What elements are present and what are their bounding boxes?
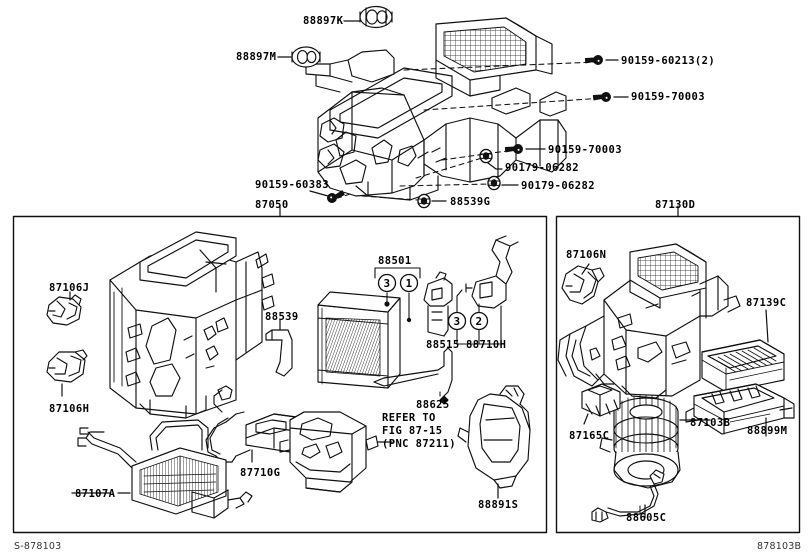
thermistor-88625 bbox=[373, 347, 453, 405]
part-88897M bbox=[291, 46, 321, 68]
balloon-3a: 3 bbox=[383, 276, 391, 290]
callout-88515: 88515 bbox=[426, 339, 460, 351]
wire-harness bbox=[205, 385, 251, 463]
callout-90159-60383: 90159-60383 bbox=[255, 179, 329, 191]
callout-88625: 88625 bbox=[416, 399, 450, 411]
hose-88539 bbox=[265, 329, 293, 377]
group-label-87050: 87050 bbox=[255, 199, 289, 211]
callout-90179-06282-a: 90179-06282 bbox=[505, 162, 579, 174]
balloon-3b: 3 bbox=[453, 314, 461, 328]
callout-88539g: 88539G bbox=[450, 196, 491, 208]
callout-88897m: 88897M bbox=[236, 51, 277, 63]
balloon-2: 2 bbox=[475, 314, 483, 328]
callout-87107a: 87107A bbox=[75, 488, 116, 500]
refer-note-line2: FIG 87-15 bbox=[382, 425, 443, 437]
footer-right-code: 878103B bbox=[757, 541, 802, 552]
callout-90159-70003-a: 90159-70003 bbox=[631, 91, 705, 103]
callout-88501: 88501 bbox=[378, 255, 412, 267]
footer-left-code: S-878103 bbox=[14, 541, 62, 552]
callout-87106n: 87106N bbox=[566, 249, 607, 261]
callout-88891s: 88891S bbox=[478, 499, 519, 511]
callout-87106j: 87106J bbox=[49, 282, 90, 294]
callout-88899m: 88899M bbox=[747, 425, 788, 437]
duct-88891S bbox=[457, 385, 531, 489]
filter-tray-88899M bbox=[685, 383, 795, 435]
callout-90159-60213: 90159-60213(2) bbox=[621, 55, 716, 67]
callout-90159-70003-b: 90159-70003 bbox=[548, 144, 622, 156]
blower-case-drawing bbox=[557, 243, 741, 399]
expansion-valve-88515 bbox=[423, 271, 453, 337]
blower-resistor-87165C bbox=[581, 383, 621, 417]
callout-87103b: 87103B bbox=[690, 417, 731, 429]
cabin-filter-87139C bbox=[701, 339, 785, 393]
heater-case-drawing bbox=[109, 231, 275, 419]
callout-90179-06282-b: 90179-06282 bbox=[521, 180, 595, 192]
servo-motor-87106J bbox=[46, 294, 82, 326]
blower-fan-87103B bbox=[599, 394, 681, 489]
callout-87165c: 87165C bbox=[569, 430, 610, 442]
wiring-harness-88605C bbox=[591, 469, 665, 523]
callout-88605c: 88605C bbox=[626, 512, 667, 524]
servo-motor-87106N bbox=[561, 265, 605, 305]
refer-note-line1: REFER TO bbox=[382, 412, 436, 424]
callout-88539: 88539 bbox=[265, 311, 299, 323]
hvac-main-unit-drawing bbox=[305, 17, 567, 201]
callout-87106h: 87106H bbox=[49, 403, 90, 415]
callout-87710g: 87710G bbox=[240, 467, 281, 479]
balloon-1: 1 bbox=[405, 276, 413, 290]
group-label-87130d: 87130D bbox=[655, 199, 696, 211]
callout-87139c: 87139C bbox=[746, 297, 787, 309]
servo-motor-87106H bbox=[46, 349, 88, 383]
suction-hose-88710H bbox=[465, 235, 519, 309]
heater-core-87107A bbox=[77, 419, 253, 519]
refer-note-line3: (PNC 87211) bbox=[382, 438, 456, 450]
part-88897K bbox=[359, 5, 393, 29]
evaporator-core-88501 bbox=[317, 291, 401, 389]
callout-88897k: 88897K bbox=[303, 15, 344, 27]
callout-88710h: 88710H bbox=[466, 339, 507, 351]
duct-assembly-refer bbox=[279, 411, 379, 493]
